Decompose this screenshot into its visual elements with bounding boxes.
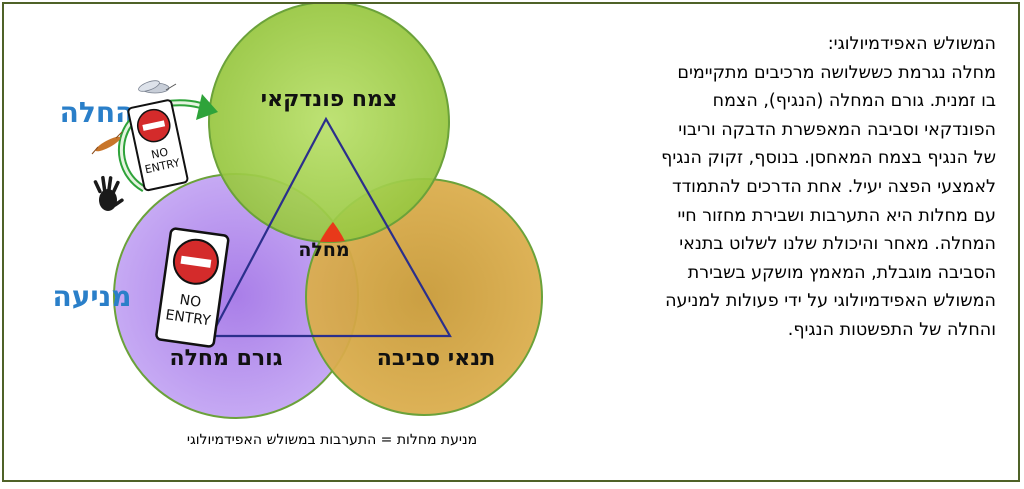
text-line: המשולש האפידמיולוגי: xyxy=(827,34,996,54)
text-line: של הנגיף בצמח המאחסן. בנוסף, זקוק הנגיף xyxy=(661,148,996,169)
host-label: צמח פונדקאי xyxy=(261,87,398,112)
epidemiological-triangle-diagram: צמח פונדקאי גורם מחלה תנאי סביבה מחלה הח… xyxy=(4,1,584,484)
text-line: הסביבה מוגבלת, המאמץ מושקע בשבירת xyxy=(687,262,996,283)
text-line: והחלה של התפשטות הנגיף. xyxy=(787,319,996,340)
text-line: מחלה נגרמת כששלושה מרכיבים מתקיימים xyxy=(677,62,996,83)
thrips-icon xyxy=(91,131,123,155)
sign-small-line1: NO xyxy=(150,145,170,161)
prevention-label: מניעה xyxy=(52,280,131,313)
text-line: עם מחלות היא התערבות ושבירת מחזור חיי xyxy=(677,205,996,226)
text-line: בו זמנית. גורם המחלה (הנגיף), הצמח xyxy=(712,91,996,112)
no-entry-sign-large: NO ENTRY xyxy=(155,227,230,348)
sign-large-line2: ENTRY xyxy=(164,307,211,329)
pathogen-label: גורם מחלה xyxy=(169,346,282,371)
text-line: לאמצעי הפצה יעיל. אחת הדרכים להתמודד xyxy=(672,176,996,197)
diagram-caption: מניעת מחלות = התערבות במשולש האפידמיולוג… xyxy=(186,432,478,448)
explanation-text: המשולש האפידמיולוגי: מחלה נגרמת כששלושה … xyxy=(564,30,996,345)
sign-large-line1: NO xyxy=(179,292,203,311)
whitefly-icon xyxy=(138,80,177,94)
diagram-svg: צמח פונדקאי גורם מחלה תנאי סביבה מחלה הח… xyxy=(52,1,543,419)
environment-label: תנאי סביבה xyxy=(377,346,496,371)
text-line: המחלה. מאחר והיכולת שלנו לשלוט בתנאי xyxy=(679,234,996,255)
treatment-label: החלה xyxy=(60,96,135,129)
handprint-icon xyxy=(93,175,124,211)
epidemiological-triangle xyxy=(209,116,452,338)
disease-label: מחלה xyxy=(298,239,349,261)
text-line: הפונדקאי וסביבה המאפשרת הדבקה וריבוי xyxy=(678,119,996,140)
text-line: המשולש האפידמיולוגי על ידי פעולות למניעה xyxy=(665,291,996,312)
no-entry-sign-small: NO ENTRY xyxy=(127,99,189,192)
